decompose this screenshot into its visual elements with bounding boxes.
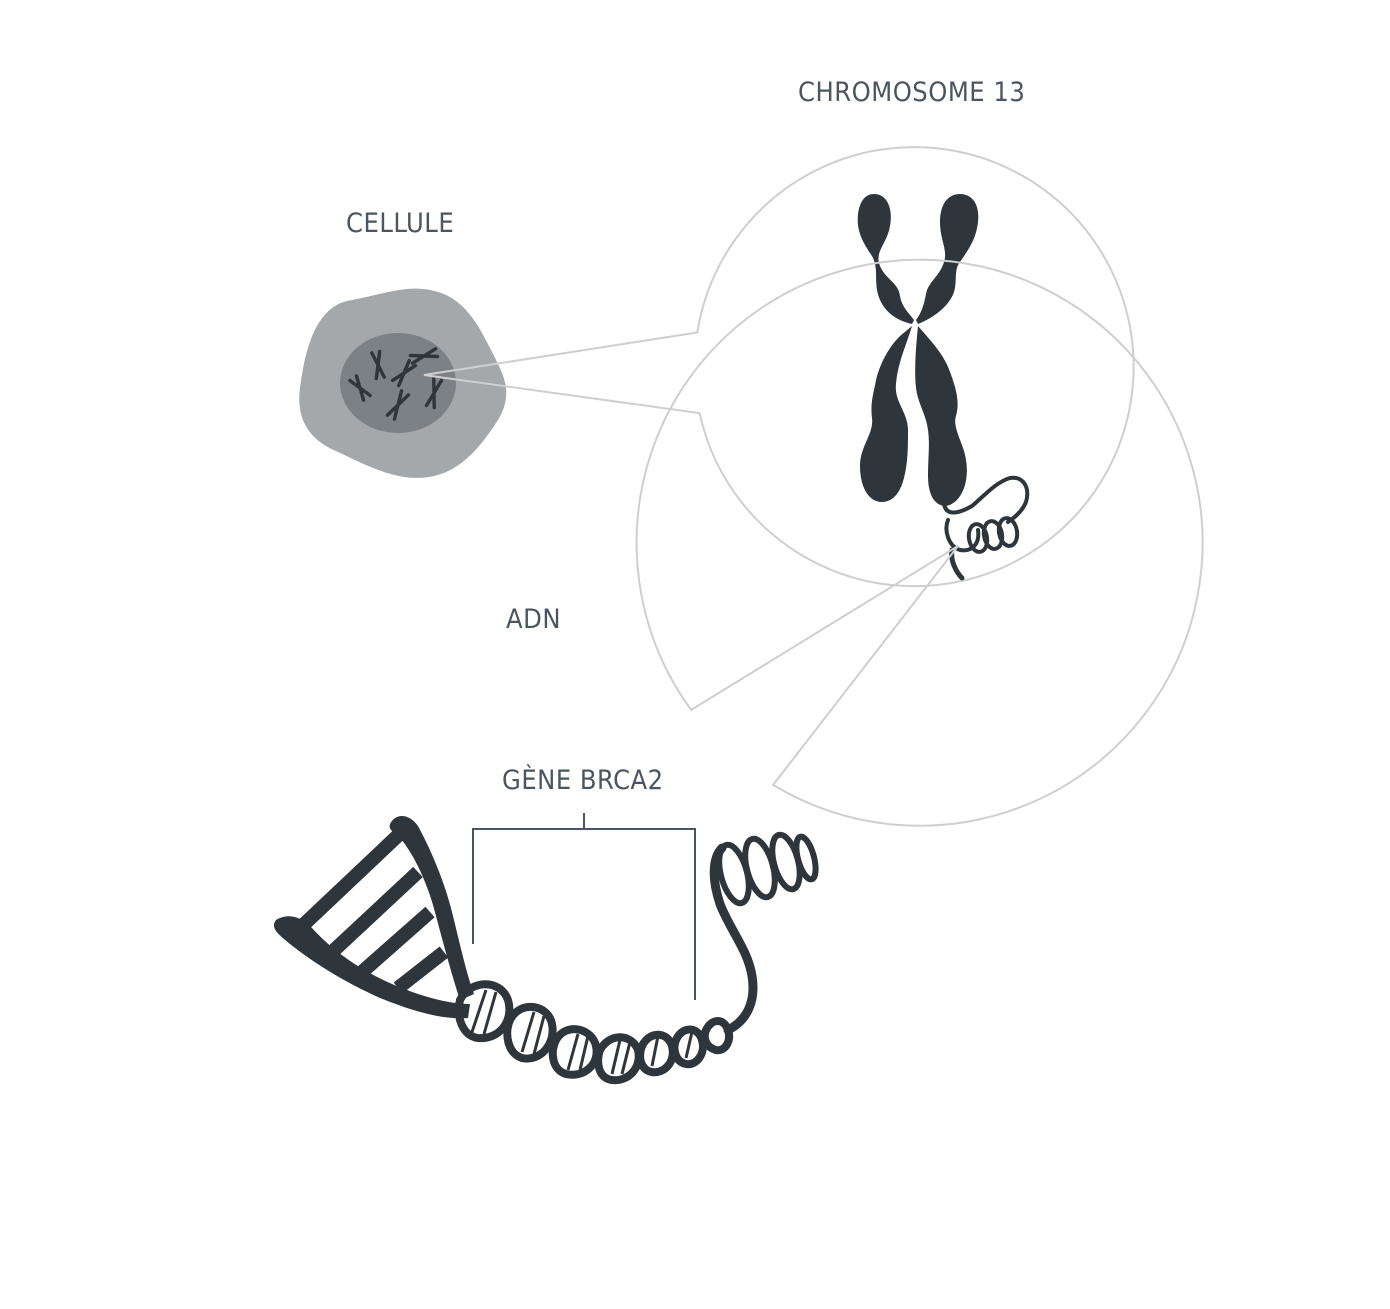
chromosome-13 <box>857 194 1030 581</box>
cell-illustration <box>299 288 507 478</box>
chromosome-upper-right-arm <box>916 194 979 324</box>
cell-label: CELLULE <box>346 208 455 239</box>
chromosome-callout-outline <box>423 146 1135 588</box>
dna-helix <box>273 815 819 1085</box>
dna-callout <box>635 258 1204 827</box>
chromosome-callout <box>423 146 1135 588</box>
dna-tail <box>709 843 758 1035</box>
chromosome-upper-left-arm <box>857 194 914 324</box>
dna-backbone-upper <box>389 815 474 1000</box>
dna-rungs-large <box>293 820 449 994</box>
gene-label: GÈNE BRCA2 <box>502 765 664 796</box>
dna-twist-rungs <box>470 989 694 1075</box>
dna-twists <box>454 980 733 1085</box>
chromosome-lower-left-arm <box>860 326 912 502</box>
dna-coil <box>716 831 819 907</box>
dna-backbone-large <box>273 916 470 1019</box>
nucleus-chromosomes <box>348 347 444 421</box>
chromosome-label: CHROMOSOME 13 <box>798 77 1026 108</box>
gene-bracket <box>472 813 696 1000</box>
dna-callout-outline <box>635 258 1204 827</box>
dna-label: ADN <box>506 604 561 635</box>
chromosome-lower-right-arm <box>915 326 967 506</box>
